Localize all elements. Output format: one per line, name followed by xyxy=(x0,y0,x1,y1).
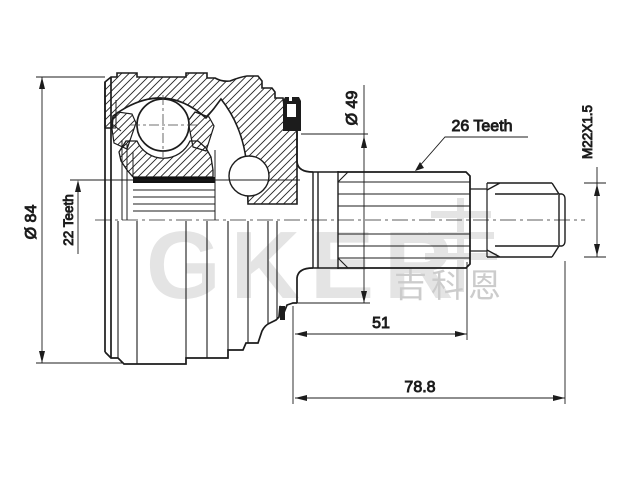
label-outer-diameter: Ø 84 xyxy=(23,205,40,240)
label-ring-diameter: Ø 49 xyxy=(344,91,361,126)
dimensions: Ø 84 22 Teeth Ø 49 26 Teeth M22X1.5 xyxy=(23,76,606,404)
ball-center-marks xyxy=(130,95,197,157)
label-spline-length: 51 xyxy=(372,315,390,332)
bell-front-face xyxy=(104,77,112,358)
label-total-length: 78.8 xyxy=(404,379,435,396)
stub-shaft xyxy=(296,131,566,303)
spline-lines xyxy=(338,181,470,259)
back-face-fillet xyxy=(296,131,314,303)
cage-section-right xyxy=(187,111,215,152)
label-thread-spec: M22X1.5 xyxy=(580,105,595,159)
thread-neck xyxy=(470,183,488,257)
boot-clamp-section xyxy=(283,96,301,131)
exterior-edge-lines xyxy=(117,221,278,364)
watermark-company-cn: 吉科恩 xyxy=(394,267,505,304)
dim-inner-spline: 22 Teeth xyxy=(61,179,300,254)
cage-section-left xyxy=(110,111,137,150)
inner-race-spline-lines xyxy=(133,189,215,212)
rear-track-circle xyxy=(228,155,270,197)
dim-total-length: 78.8 xyxy=(295,261,566,404)
outer-race-exterior xyxy=(104,77,297,365)
dim-thread: M22X1.5 xyxy=(580,105,606,258)
watermark-logo-text: GKER xyxy=(146,212,463,319)
label-inner-spline-teeth: 22 Teeth xyxy=(61,194,76,246)
dim-spline-length: 51 xyxy=(292,262,468,404)
dim-outer-diameter: Ø 84 xyxy=(23,76,122,364)
boot-clamp-exterior xyxy=(280,306,285,320)
inner-race-hatch xyxy=(118,140,214,178)
threaded-end xyxy=(486,182,566,258)
dim-shaft-spline: 26 Teeth xyxy=(415,118,528,171)
boot-seat xyxy=(312,171,339,269)
spline-chamfers xyxy=(337,171,471,269)
watermark: GKER 吉科恩 xyxy=(146,198,505,319)
dim-ring-diameter: Ø 49 xyxy=(297,85,370,304)
watermark-logo-glyph xyxy=(425,198,497,292)
label-shaft-spline-teeth: 26 Teeth xyxy=(451,118,512,135)
outer-race-section xyxy=(104,72,301,220)
